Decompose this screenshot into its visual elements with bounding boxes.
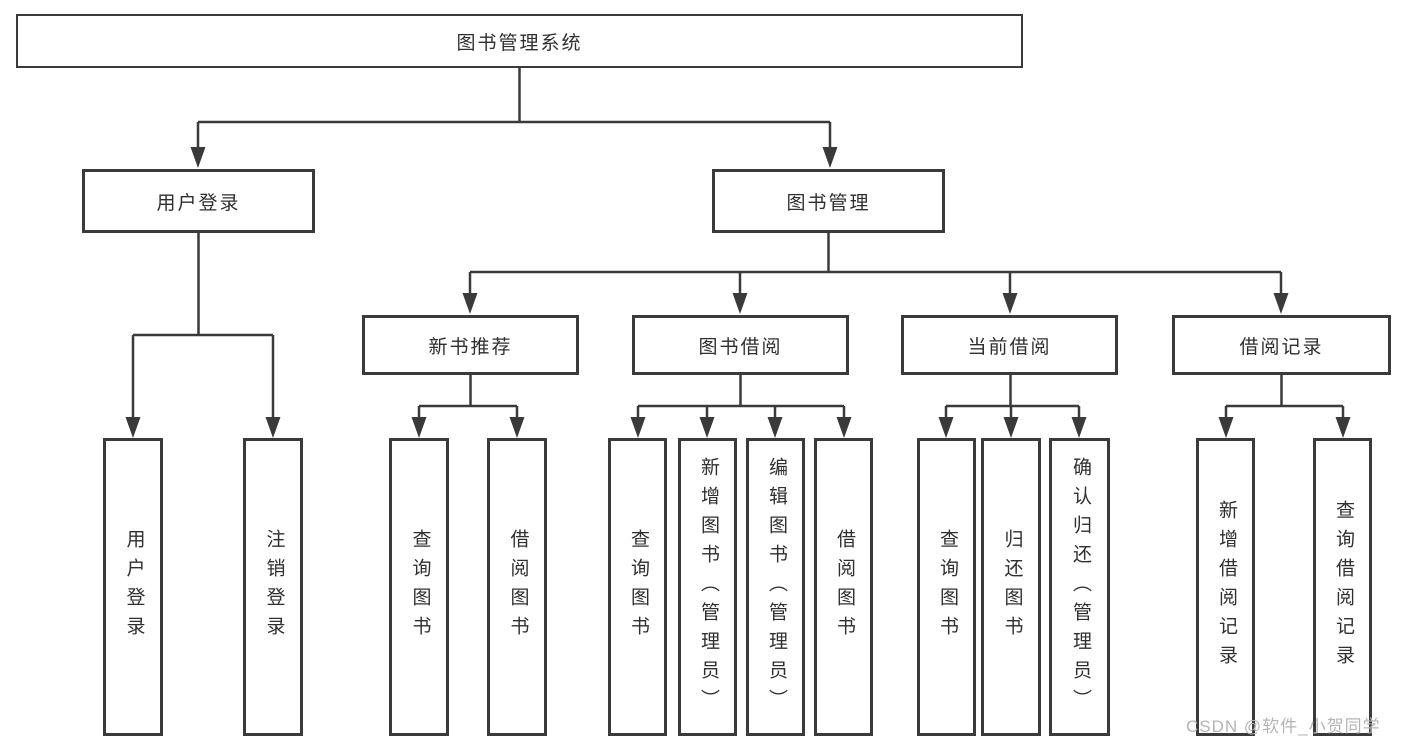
leaf-query-books-recommend: 查询图书 <box>389 438 449 736</box>
leaf-add-books-admin: 新增图书（管理员） <box>678 438 737 736</box>
node-root: 图书管理系统 <box>16 14 1023 68</box>
leaf-confirm-return-admin-label: 确认归还（管理员） <box>1069 456 1091 718</box>
leaf-query-books-borrowing: 查询图书 <box>608 438 667 736</box>
leaf-query-books-current: 查询图书 <box>917 438 976 736</box>
leaf-return-books: 归还图书 <box>981 438 1041 736</box>
leaf-query-borrow-record: 查询借阅记录 <box>1313 438 1372 736</box>
leaf-borrow-books-recommend-label: 借阅图书 <box>507 529 529 645</box>
leaf-query-books-borrowing-label: 查询图书 <box>627 529 649 645</box>
leaf-borrow-books-borrowing: 借阅图书 <box>814 438 873 736</box>
leaf-query-borrow-record-label: 查询借阅记录 <box>1332 500 1354 674</box>
connector-user-login <box>131 233 275 421</box>
leaf-add-borrow-record-label: 新增借阅记录 <box>1215 500 1237 674</box>
node-book-borrowing-label: 图书借阅 <box>698 336 783 358</box>
node-borrowing-records: 借阅记录 <box>1172 315 1391 375</box>
connector-new-book-recommend <box>417 375 519 422</box>
leaf-borrow-books-borrowing-label: 借阅图书 <box>833 529 855 645</box>
leaf-logout-label: 注销登录 <box>263 529 285 645</box>
node-current-borrowing: 当前借阅 <box>901 315 1118 375</box>
connector-borrowing-records <box>1224 375 1345 422</box>
connector-root <box>196 68 832 152</box>
node-root-label: 图书管理系统 <box>456 32 583 54</box>
leaf-confirm-return-admin: 确认归还（管理员） <box>1049 438 1110 736</box>
node-new-book-recommend-label: 新书推荐 <box>428 336 513 358</box>
csdn-watermark: CSDN @软件_小贺同学 <box>1186 717 1381 736</box>
connector-current-borrowing <box>944 375 1081 422</box>
leaf-return-books-label: 归还图书 <box>1001 529 1023 645</box>
leaf-query-books-current-label: 查询图书 <box>936 529 958 645</box>
leaf-user-login: 用户登录 <box>103 438 163 736</box>
node-book-borrowing: 图书借阅 <box>632 315 849 375</box>
node-book-management: 图书管理 <box>712 169 945 233</box>
leaf-edit-books-admin: 编辑图书（管理员） <box>746 438 805 736</box>
leaf-borrow-books-recommend: 借阅图书 <box>487 438 547 736</box>
node-book-management-label: 图书管理 <box>786 192 871 214</box>
leaf-query-books-recommend-label: 查询图书 <box>409 529 431 645</box>
leaf-add-borrow-record: 新增借阅记录 <box>1196 438 1255 736</box>
leaf-user-login-label: 用户登录 <box>123 529 145 645</box>
node-user-login-label: 用户登录 <box>156 192 241 214</box>
node-current-borrowing-label: 当前借阅 <box>967 336 1052 358</box>
arrowheads <box>125 147 1351 438</box>
leaf-logout: 注销登录 <box>243 438 303 736</box>
node-user-login: 用户登录 <box>82 169 315 233</box>
leaf-add-books-admin-label: 新增图书（管理员） <box>697 456 719 718</box>
leaf-edit-books-admin-label: 编辑图书（管理员） <box>765 456 787 718</box>
connector-book-borrowing <box>636 375 846 422</box>
node-borrowing-records-label: 借阅记录 <box>1239 336 1324 358</box>
connector-book-management <box>468 233 1283 298</box>
node-new-book-recommend: 新书推荐 <box>362 315 579 375</box>
